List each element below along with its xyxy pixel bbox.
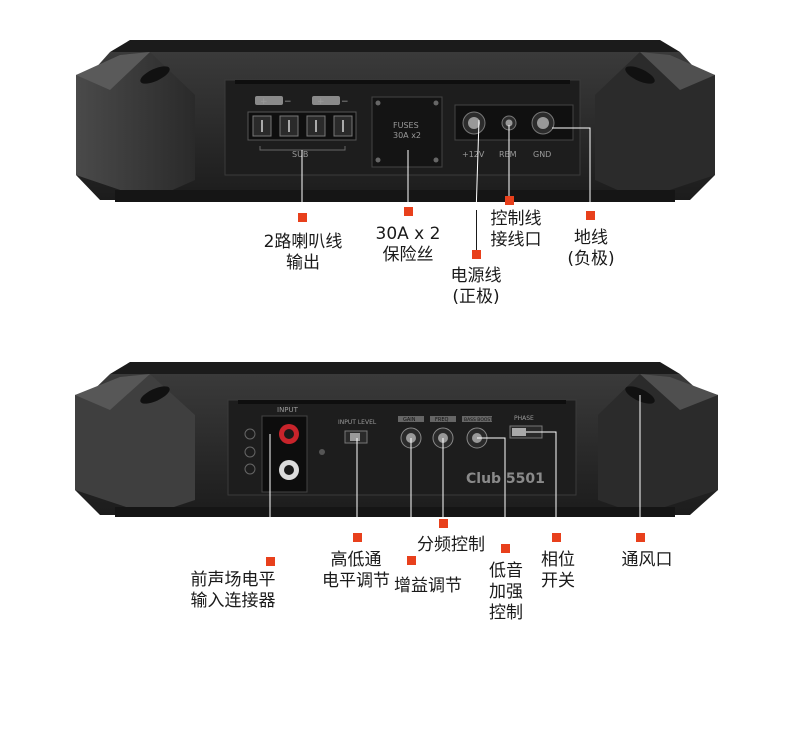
marker-speaker-output bbox=[298, 213, 307, 222]
gain-label: GAIN bbox=[403, 417, 416, 423]
callout-speaker-output-line1: 2路喇叭线 bbox=[263, 232, 343, 252]
minus-sign-1: − bbox=[284, 97, 292, 107]
callout-ground-wire-line2: (负极) bbox=[567, 249, 615, 269]
marker-level-adjust bbox=[353, 533, 362, 542]
power-label: +12V bbox=[462, 150, 485, 159]
minus-sign-2: − bbox=[341, 97, 349, 107]
ground-label: GND bbox=[533, 150, 551, 159]
input-level-switch: INPUT LEVEL bbox=[338, 419, 377, 444]
callout-speaker-output-line2: 输出 bbox=[286, 253, 320, 273]
callout-phase-switch-line2: 开关 bbox=[541, 571, 575, 591]
callout-speaker-output: 2路喇叭线 输出 bbox=[248, 232, 358, 274]
fuses-title: FUSES bbox=[393, 121, 419, 130]
phase-title: PHASE bbox=[514, 415, 534, 422]
bottom-amplifier: INPUT INPUT LEVEL GAIN FREQ BASS BOOST P… bbox=[0, 350, 790, 560]
fuses-rating: 30A x2 bbox=[393, 131, 421, 140]
marker-front-input bbox=[266, 557, 275, 566]
callout-level-adjust: 高低通 电平调节 bbox=[308, 550, 404, 592]
input-level-title: INPUT LEVEL bbox=[338, 419, 377, 426]
callout-vent-line1: 通风口 bbox=[621, 550, 673, 570]
freq-label: FREQ bbox=[435, 417, 449, 423]
plus-sign-2: + bbox=[317, 97, 325, 107]
callout-power-wire: 电源线 (正极) bbox=[440, 266, 512, 308]
callout-gain-adjust-line1: 增益调节 bbox=[394, 576, 462, 596]
bass-boost-label: BASS BOOST bbox=[464, 417, 493, 423]
top-amplifier-illustration: + − + − SUB FUSES 30A x2 +12V REM bbox=[76, 40, 715, 216]
callout-phase-switch-line1: 相位 bbox=[541, 550, 575, 570]
input-title: INPUT bbox=[277, 406, 299, 414]
callout-control-wire-line2: 接线口 bbox=[490, 230, 542, 250]
callout-ground-wire-line1: 地线 bbox=[574, 228, 608, 248]
callout-bass-boost-line2: 加强 bbox=[489, 582, 523, 602]
marker-gain-adjust bbox=[407, 556, 416, 565]
callout-vent: 通风口 bbox=[612, 550, 682, 571]
callout-power-wire-line2: (正极) bbox=[452, 287, 500, 307]
marker-vent bbox=[636, 533, 645, 542]
callout-bass-boost: 低音 加强 控制 bbox=[481, 561, 531, 624]
bottom-amplifier-illustration: INPUT INPUT LEVEL GAIN FREQ BASS BOOST P… bbox=[75, 362, 718, 560]
callout-control-wire: 控制线 接线口 bbox=[480, 209, 552, 251]
fuse-block: FUSES 30A x2 bbox=[371, 96, 443, 168]
callout-front-input-line1: 前声场电平 bbox=[190, 570, 276, 590]
remote-label: REM bbox=[499, 150, 517, 159]
sub-label: SUB bbox=[292, 150, 308, 159]
marker-crossover bbox=[439, 519, 448, 528]
power-terminal-block: +12V REM GND bbox=[454, 104, 574, 159]
callout-ground-wire: 地线 (负极) bbox=[555, 228, 627, 270]
callout-crossover-line1: 分频控制 bbox=[417, 535, 485, 555]
marker-bass-boost bbox=[501, 544, 510, 553]
callout-fuse-line2: 保险丝 bbox=[382, 245, 434, 265]
callout-fuse-line1: 30A x 2 bbox=[375, 224, 441, 244]
marker-phase-switch bbox=[552, 533, 561, 542]
callout-gain-adjust: 增益调节 bbox=[383, 576, 473, 597]
callout-control-wire-line1: 控制线 bbox=[490, 209, 542, 229]
callout-bass-boost-line3: 控制 bbox=[489, 603, 523, 623]
callout-power-wire-line1: 电源线 bbox=[450, 266, 502, 286]
callout-crossover: 分频控制 bbox=[406, 535, 496, 556]
callout-fuse: 30A x 2 保险丝 bbox=[368, 224, 448, 266]
marker-fuse bbox=[404, 207, 413, 216]
marker-ground-wire bbox=[586, 211, 595, 220]
callout-level-adjust-line2: 电平调节 bbox=[322, 571, 390, 591]
marker-control-wire bbox=[505, 196, 514, 205]
plus-sign-1: + bbox=[260, 97, 268, 107]
marker-power-wire bbox=[472, 250, 481, 259]
callout-bass-boost-line1: 低音 bbox=[489, 561, 523, 581]
top-amplifier: + − + − SUB FUSES 30A x2 +12V REM bbox=[0, 0, 790, 216]
callout-front-input-line2: 输入连接器 bbox=[190, 591, 276, 611]
callout-level-adjust-line1: 高低通 bbox=[330, 550, 382, 570]
callout-phase-switch: 相位 开关 bbox=[533, 550, 583, 592]
callout-front-input: 前声场电平 输入连接器 bbox=[178, 570, 288, 612]
